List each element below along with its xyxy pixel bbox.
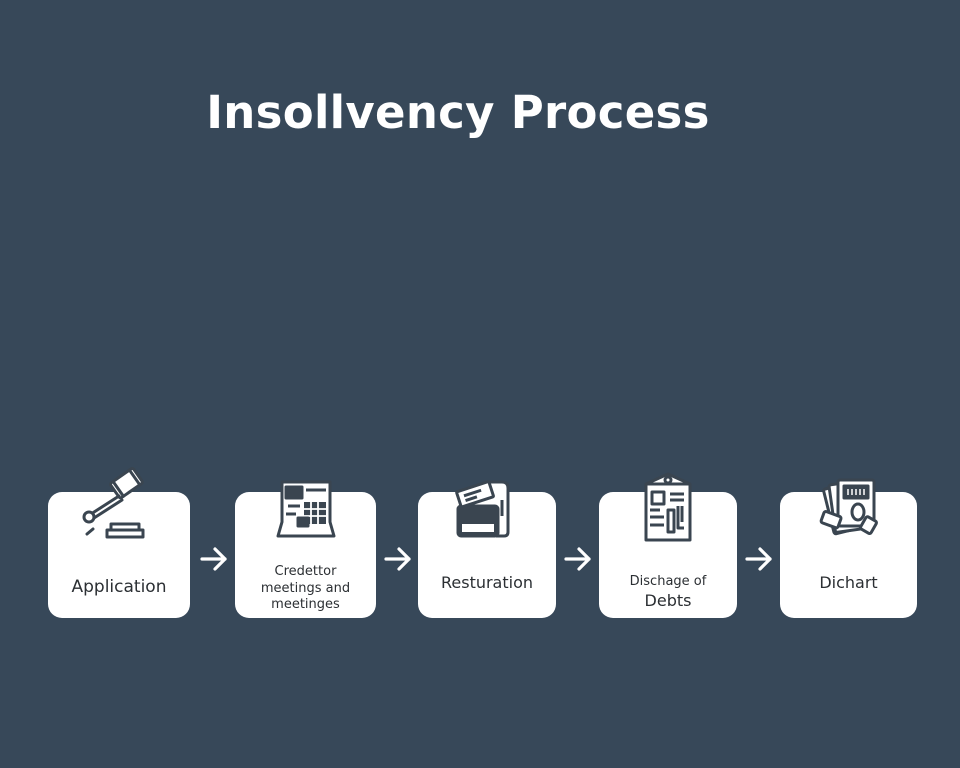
arrow-right-icon: [563, 546, 593, 572]
step-card-application: Application: [48, 467, 190, 618]
clipboard-document-icon: [636, 470, 700, 546]
gavel-icon: [75, 466, 155, 544]
page-title: Insollvency Process: [206, 86, 710, 139]
arrow-right-icon: [744, 546, 774, 572]
arrow-right-icon: [199, 546, 229, 572]
arrow-right-icon: [383, 546, 413, 572]
step-label-creditor-line3: meetinges: [271, 597, 340, 612]
step-label-discharge-line1: Dischage of: [629, 574, 707, 589]
step-card-discharge-of-debts: Dischage of Debts: [599, 472, 737, 618]
step-label-creditor-line1: Credettor: [274, 564, 337, 579]
step-label-application: Application: [71, 577, 167, 597]
step-card-restructuring: Resturation: [418, 480, 556, 618]
calculator-icon: [274, 478, 338, 542]
documents-stack-icon: [818, 476, 884, 542]
step-label-discharge-line2: Debts: [644, 591, 692, 610]
step-label-restructuring: Resturation: [440, 573, 534, 592]
step-card-discharge: Dichart: [780, 478, 917, 618]
step-label-discharge: Dichart: [819, 573, 878, 592]
step-card-creditor-meetings: Credettor meetings and meetinges: [235, 480, 376, 618]
step-label-creditor-line2: meetings and: [260, 581, 351, 596]
folder-document-icon: [452, 476, 518, 542]
